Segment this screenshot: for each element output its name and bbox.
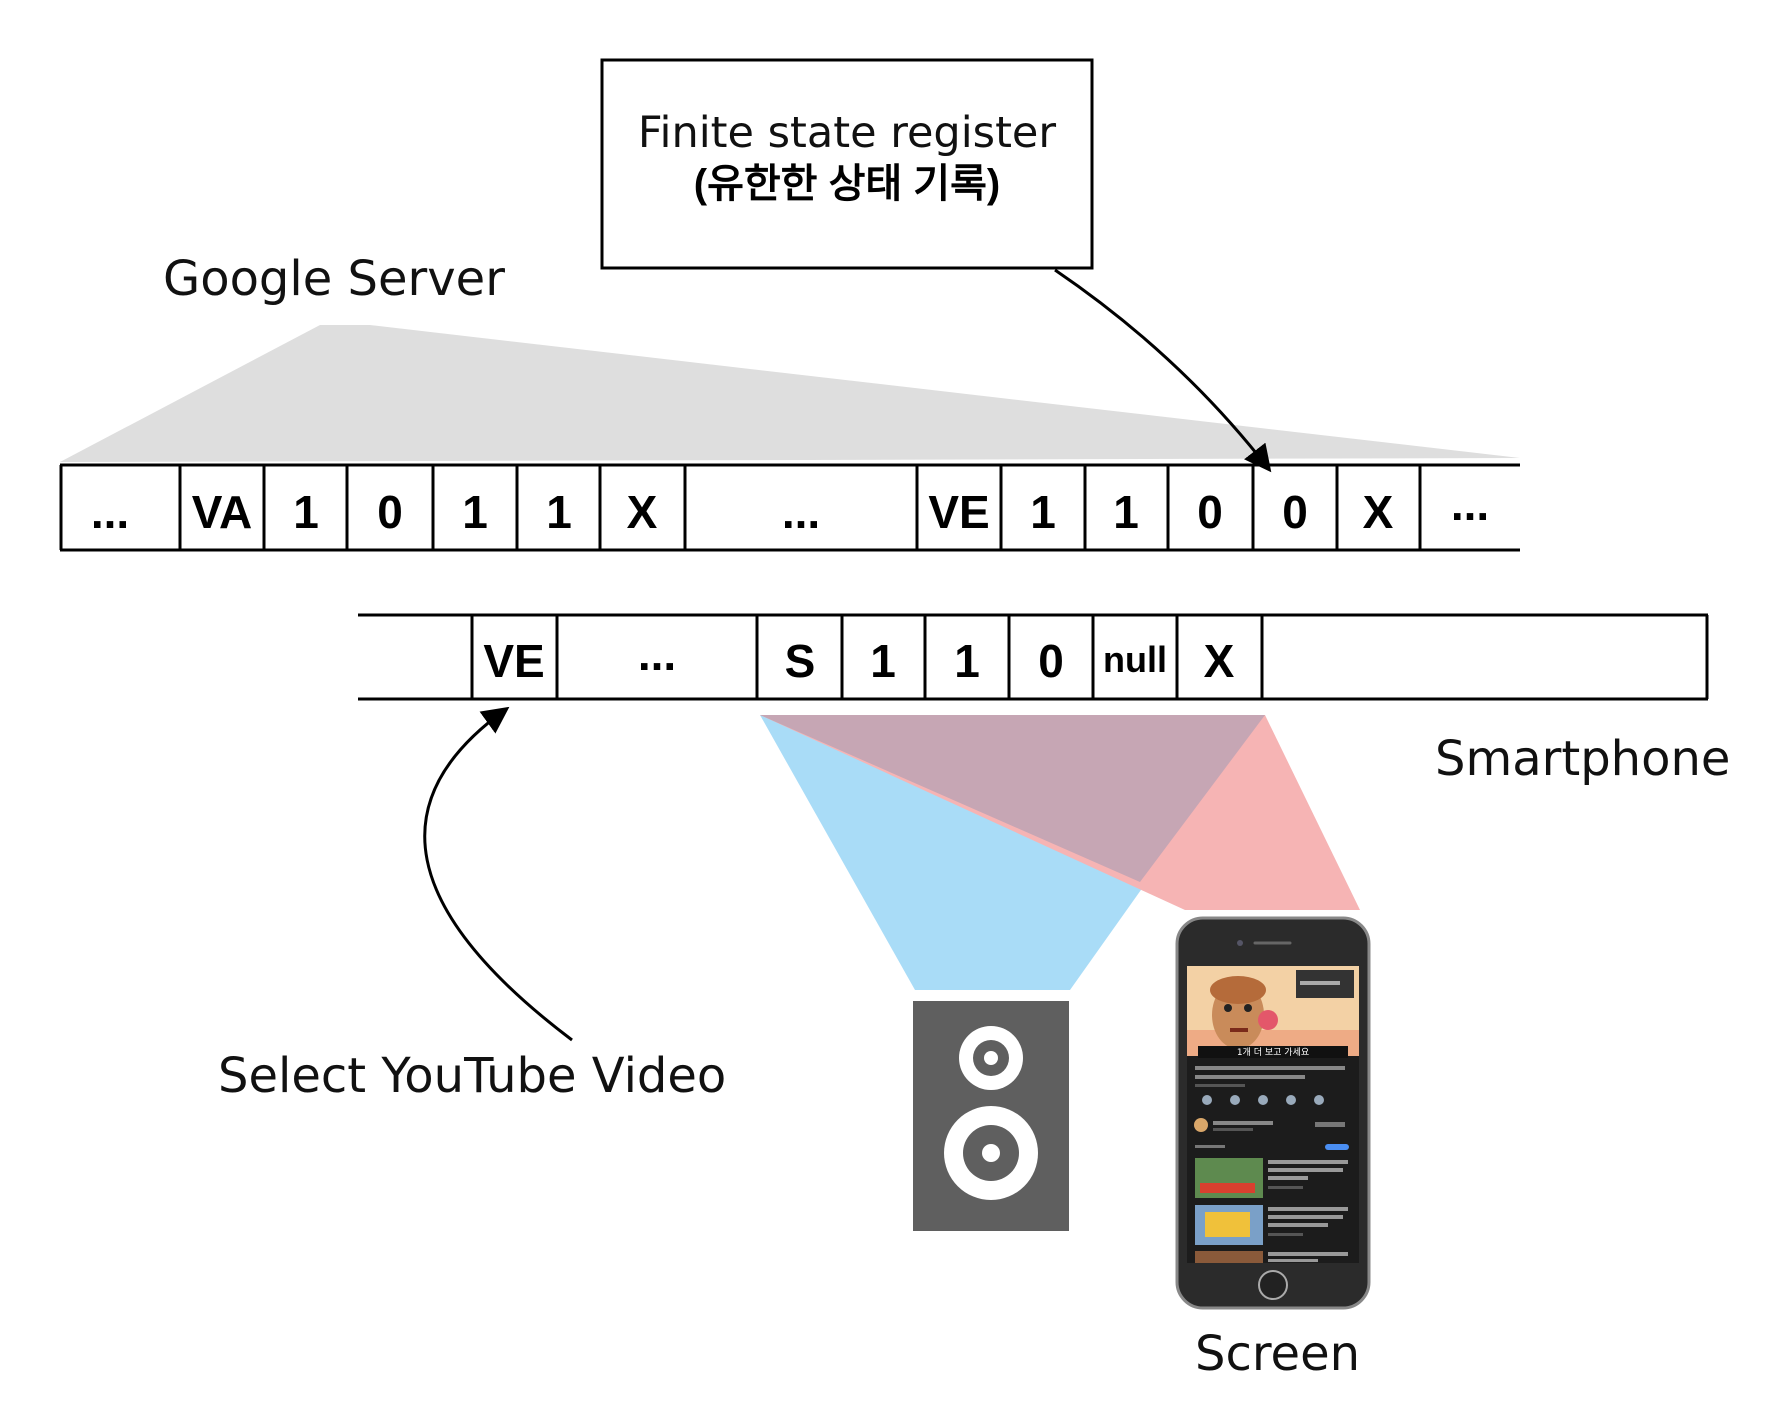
server-cell: 1 [546, 486, 572, 538]
server-cone [60, 325, 1520, 462]
phone-cell: 0 [1038, 635, 1064, 687]
server-cell: 1 [1113, 486, 1139, 538]
server-cell: 0 [377, 486, 403, 538]
register-arrow [1054, 268, 1272, 473]
phone-icon: 1개 더 보고 가세요 [1175, 916, 1371, 1310]
server-cell: VA [192, 486, 253, 538]
google-server-label: Google Server [163, 251, 505, 307]
phone-cell: ... [638, 628, 676, 680]
register-subtitle: (유한한 상태 기록) [694, 162, 1000, 206]
server-cell: X [627, 486, 658, 538]
server-tape: ... VA 1 0 1 1 X ... VE 1 1 0 0 X ... [59, 463, 1520, 552]
register-box: Finite state register (유한한 상태 기록) [600, 58, 1094, 270]
register-title: Finite state register [638, 108, 1056, 158]
server-cell: X [1363, 486, 1394, 538]
phone-cell: 1 [954, 635, 980, 687]
server-cell: ... [782, 486, 820, 538]
server-cell: VE [928, 486, 989, 538]
smartphone-label: Smartphone [1435, 731, 1730, 787]
cone-overlap [760, 715, 1265, 882]
select-video-arrow [423, 706, 573, 1042]
speaker-icon [913, 1001, 1069, 1231]
phone-cell: null [1103, 639, 1167, 680]
phone-cell: VE [483, 635, 544, 687]
phone-cell: S [785, 635, 816, 687]
server-cell: 0 [1282, 486, 1308, 538]
phone-tape: VE ... S 1 1 0 null X [358, 613, 1709, 701]
screen-label: Screen [1195, 1326, 1360, 1382]
server-cell: ... [91, 486, 129, 538]
phone-cell: X [1204, 635, 1235, 687]
phone-cell: 1 [870, 635, 896, 687]
phone-video-caption: 1개 더 보고 가세요 [1237, 1047, 1309, 1058]
select-video-label: Select YouTube Video [218, 1048, 726, 1104]
server-cell: ... [1451, 478, 1489, 530]
server-cell: 1 [1030, 486, 1056, 538]
server-cell: 0 [1197, 486, 1223, 538]
server-cell: 1 [293, 486, 319, 538]
server-cell: 1 [462, 486, 488, 538]
